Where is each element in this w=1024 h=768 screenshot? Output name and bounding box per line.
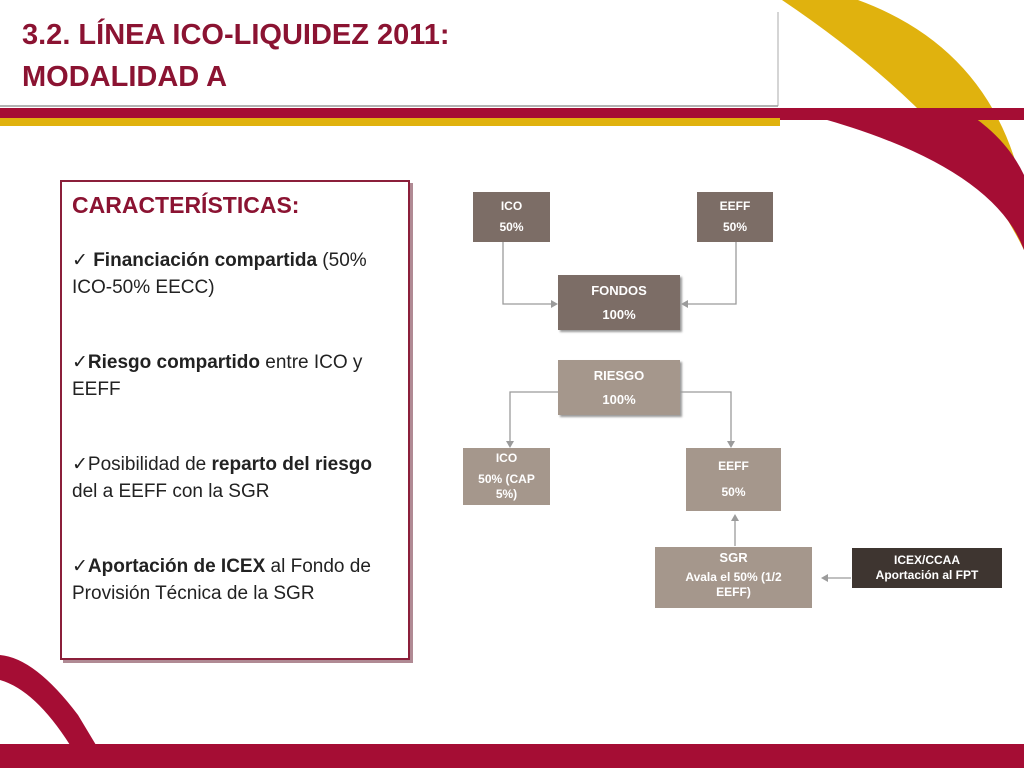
- riesgo-box: RIESGO 100%: [558, 360, 680, 415]
- page-title: 3.2. LÍNEA ICO-LIQUIDEZ 2011: MODALIDAD …: [22, 14, 450, 98]
- characteristics-list: ✓ Financiación compartida (50% ICO-50% E…: [72, 247, 398, 607]
- fondos-box: FONDOS 100%: [558, 275, 680, 330]
- item-text: del a EEFF con la SGR: [72, 481, 270, 502]
- ico-funding-value: 50%: [499, 220, 524, 235]
- eeff-funding-label: EEFF: [719, 198, 751, 213]
- item-text: al Fondo de Provisión Técnica de la SGR: [72, 556, 371, 604]
- arrow-to-eeff-from-sgr: [731, 514, 739, 521]
- page-title-line2: MODALIDAD A: [22, 61, 228, 93]
- crimson-arc: [782, 108, 1024, 250]
- eeff-risk-label: EEFF: [718, 459, 749, 473]
- item-text: (50% ICO-50% EECC): [72, 250, 367, 298]
- arrow-to-eeff-risk: [727, 441, 735, 448]
- characteristic-item: ✓Posibilidad de reparto del riesgo del a…: [72, 451, 398, 505]
- bottom-left-arc: [0, 655, 96, 745]
- checkmark-icon: ✓: [72, 250, 94, 271]
- ico-risk-box: ICO 50% (CAP 5%): [463, 448, 550, 505]
- eeff-funding-value: 50%: [722, 220, 748, 235]
- icex-value: Aportación al FPT: [875, 568, 979, 582]
- checkmark-icon: ✓: [72, 556, 88, 577]
- ico-funding-label: ICO: [500, 198, 523, 213]
- item-bold-text: Aportación de ICEX: [87, 556, 266, 577]
- sgr-label: SGR: [719, 550, 748, 565]
- characteristics-panel: CARACTERÍSTICAS: ✓ Financiación comparti…: [60, 180, 410, 660]
- connector-eeff-fondos: [683, 242, 737, 305]
- icex-label: ICEX/CCAA: [893, 553, 960, 567]
- checkmark-icon: ✓: [72, 454, 88, 475]
- connector-riesgo-eeff: [680, 391, 732, 444]
- fondos-label: FONDOS: [591, 283, 647, 299]
- arrow-to-fondos-right: [681, 300, 688, 308]
- characteristic-item: ✓ Financiación compartida (50% ICO-50% E…: [72, 247, 398, 301]
- ico-funding-box: ICO 50%: [473, 192, 550, 242]
- page-title-line1: 3.2. LÍNEA ICO-LIQUIDEZ 2011:: [22, 19, 450, 51]
- sgr-value: Avala el 50% (1/2 EEFF): [685, 570, 782, 599]
- characteristic-item: ✓Aportación de ICEX al Fondo de Provisió…: [72, 553, 398, 607]
- riesgo-value: 100%: [602, 391, 636, 407]
- item-text: Posibilidad de: [87, 454, 212, 475]
- connector-ico-fondos: [502, 242, 556, 305]
- eeff-funding-box: EEFF 50%: [697, 192, 773, 242]
- item-bold-text: Financiación compartida: [93, 250, 318, 271]
- ico-risk-label: ICO: [495, 451, 518, 465]
- connector-riesgo-ico: [509, 391, 558, 444]
- item-bold-text: Riesgo compartido: [87, 352, 260, 373]
- characteristics-heading: CARACTERÍSTICAS:: [72, 192, 300, 218]
- fondos-value: 100%: [602, 306, 636, 322]
- arrow-to-fondos-left: [551, 300, 558, 308]
- header-band-crimson: [0, 108, 1024, 120]
- item-text: entre ICO y EEFF: [72, 352, 363, 400]
- eeff-risk-value: 50%: [721, 485, 746, 499]
- checkmark-icon: ✓: [72, 352, 88, 373]
- arrow-to-ico-risk: [506, 441, 514, 448]
- arrow-to-sgr: [821, 574, 828, 582]
- icex-box: ICEX/CCAA Aportación al FPT: [852, 548, 1002, 588]
- eeff-risk-box: EEFF 50%: [686, 448, 781, 511]
- footer-band: [0, 744, 1024, 768]
- item-bold-text: reparto del riesgo: [211, 454, 373, 475]
- sgr-box: SGR Avala el 50% (1/2 EEFF): [655, 547, 812, 608]
- riesgo-label: RIESGO: [593, 368, 645, 384]
- ico-risk-value: 50% (CAP 5%): [478, 472, 535, 501]
- characteristic-item: ✓Riesgo compartido entre ICO y EEFF: [72, 349, 398, 403]
- header-band-gold: [0, 118, 780, 126]
